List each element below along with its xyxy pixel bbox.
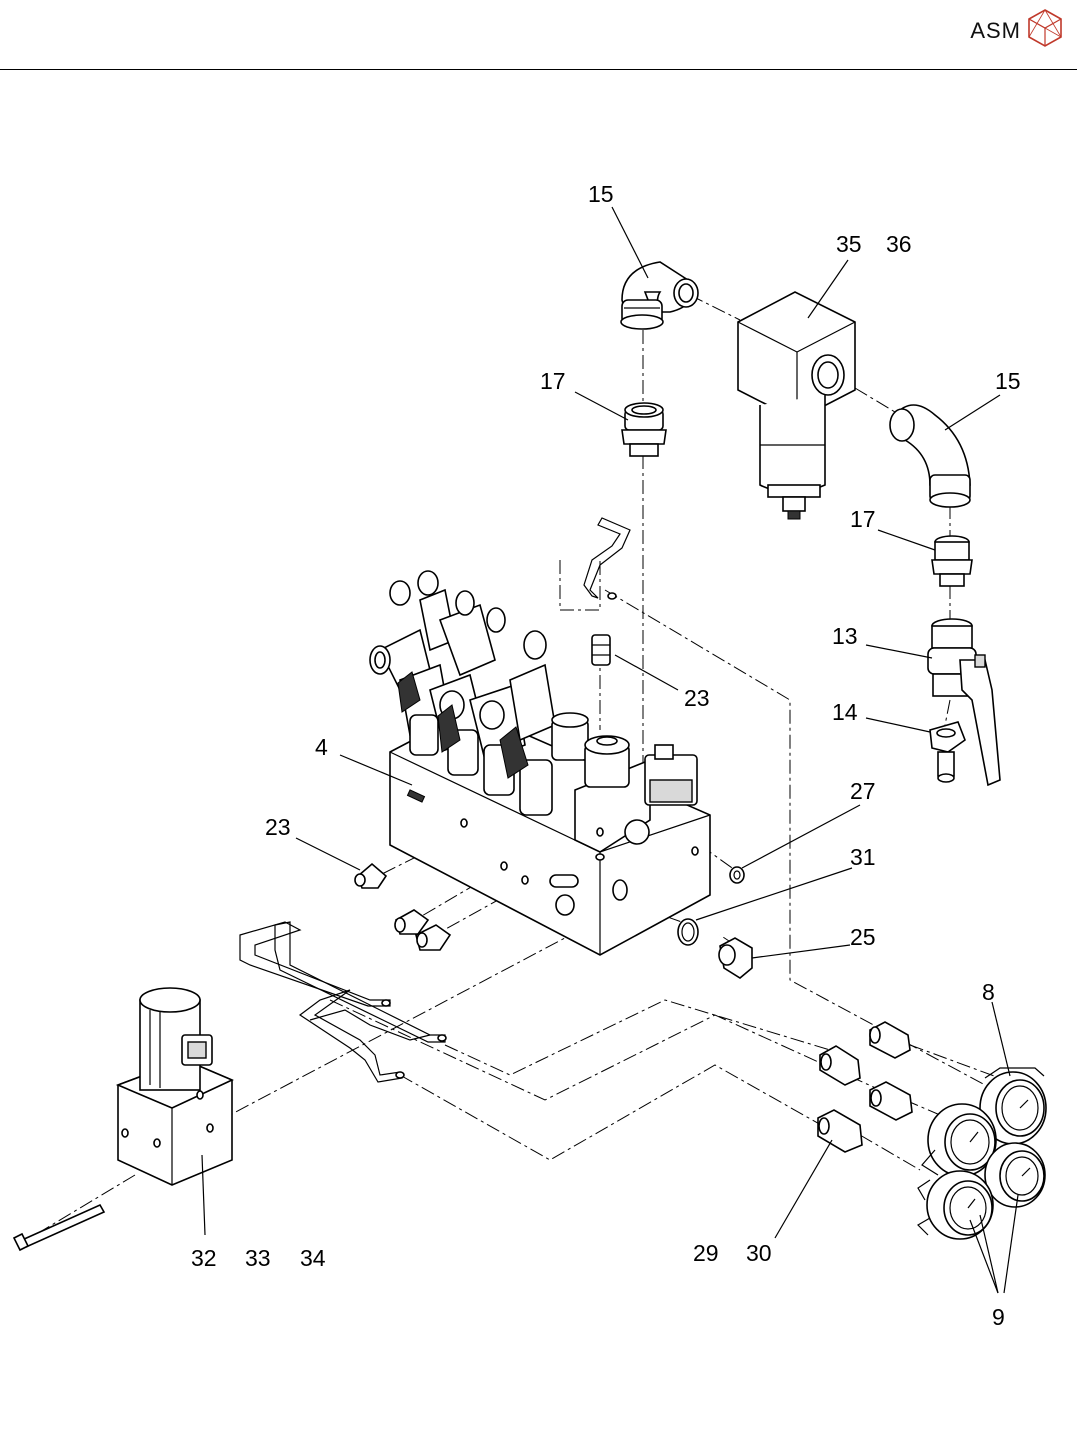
callout-34: 34 <box>300 1245 326 1271</box>
reducer-fitting-17-left <box>622 403 666 456</box>
plug-fitting-23-lower <box>355 864 386 888</box>
callout-9: 9 <box>992 1304 1005 1330</box>
callout-25: 25 <box>850 924 876 950</box>
callout-23-lower: 23 <box>265 814 291 840</box>
pressure-gauges-8-9 <box>918 1068 1046 1239</box>
callout-30: 30 <box>746 1240 772 1266</box>
elbow-fitting-15-top <box>621 262 698 329</box>
adapter-fittings-29-30 <box>818 1022 912 1152</box>
callout-36: 36 <box>886 231 912 257</box>
callout-32: 32 <box>191 1245 217 1271</box>
motor-pump-unit-32 <box>118 988 232 1185</box>
callout-35: 35 <box>836 231 862 257</box>
callout-17-left: 17 <box>540 368 566 394</box>
callout-17-right: 17 <box>850 506 876 532</box>
plug-fitting-23-upper <box>592 635 610 665</box>
filter-housing-35 <box>738 292 855 519</box>
callout-15-top: 15 <box>588 181 614 207</box>
hose-nipple-14 <box>930 722 965 782</box>
bent-tube-top <box>584 518 630 599</box>
pipe-bundle <box>240 922 446 1082</box>
callout-23-upper: 23 <box>684 685 710 711</box>
callout-8: 8 <box>982 979 995 1005</box>
callout-13: 13 <box>832 623 858 649</box>
callout-4: 4 <box>315 734 328 760</box>
small-plug-fittings <box>395 910 450 950</box>
callout-33: 33 <box>245 1245 271 1271</box>
reducer-fitting-17-right <box>932 536 972 586</box>
callout-31: 31 <box>850 844 876 870</box>
plug-27 <box>730 867 744 883</box>
long-bolt <box>14 1205 104 1250</box>
valve-manifold-block-4 <box>370 571 710 955</box>
callout-27: 27 <box>850 778 876 804</box>
o-ring-31 <box>678 919 698 945</box>
plug-25 <box>719 938 752 978</box>
callout-15-right: 15 <box>995 368 1021 394</box>
callout-29: 29 <box>693 1240 719 1266</box>
callout-14: 14 <box>832 699 858 725</box>
elbow-fitting-15-right <box>890 405 970 507</box>
